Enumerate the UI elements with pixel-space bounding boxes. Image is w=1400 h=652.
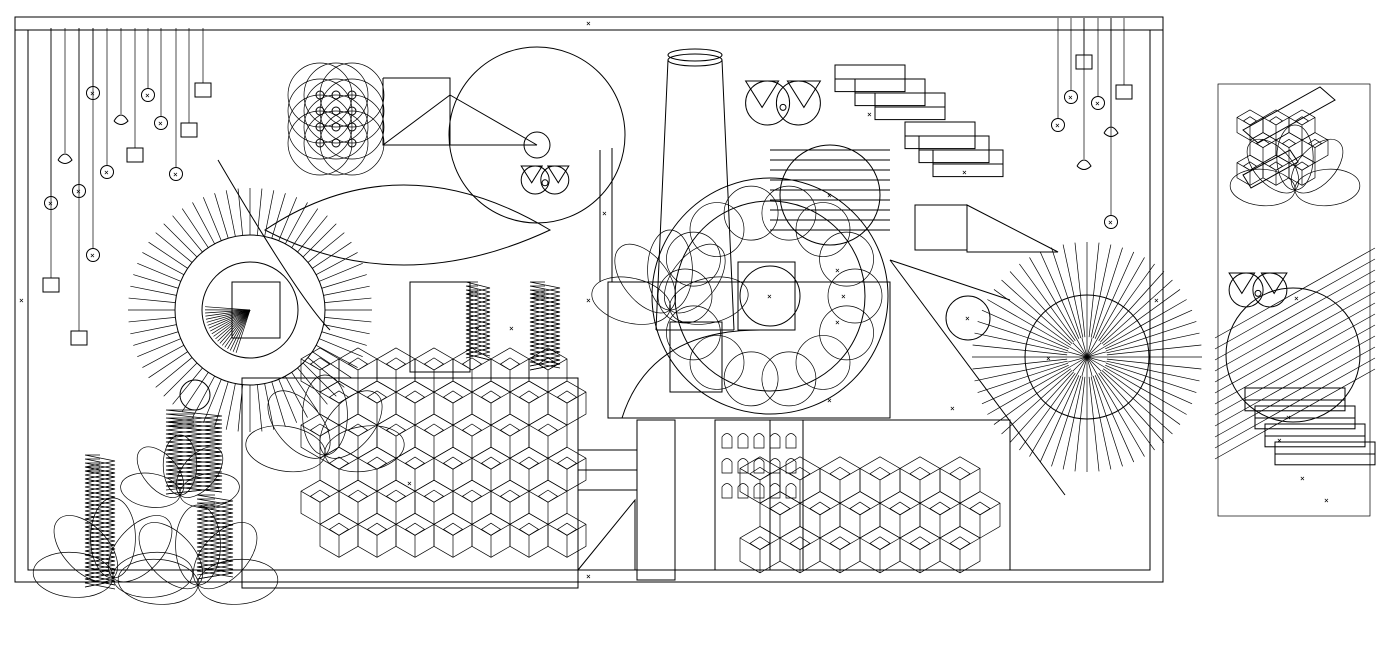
center-marker-icon: × — [104, 168, 109, 177]
leaf-petal-icon — [32, 124, 1361, 605]
center-marker-icon: × — [19, 296, 24, 305]
center-marker-icon: × — [835, 266, 840, 275]
hanging-pendant-icon: × — [141, 28, 155, 102]
center-marker-icon: × — [835, 318, 840, 327]
center-marker-icon: × — [1108, 218, 1113, 227]
side-panel-elevation — [1217, 83, 1371, 517]
isometric-cube-pattern-icon — [739, 456, 1001, 574]
hanging-pendants-right: × × × × — [1051, 18, 1133, 229]
center-marker-icon: × — [1324, 496, 1329, 505]
center-marker-icon: × — [407, 479, 412, 488]
hanging-pendant-icon — [70, 28, 88, 346]
hanging-pendant-icon — [1076, 18, 1092, 170]
center-marker-icon: × — [1286, 413, 1291, 422]
hanging-pendant-icon — [42, 28, 60, 293]
center-marker-icon: × — [962, 168, 967, 177]
hanging-pendant-icon: × — [1064, 18, 1078, 104]
sunburst-icon — [972, 242, 1202, 472]
side-panel-motifs — [1214, 86, 1376, 460]
center-marker-icon: × — [827, 191, 832, 200]
sunburst-icon — [128, 188, 372, 432]
hanging-pendant-icon: × — [169, 28, 183, 181]
center-marker-icon: × — [1154, 296, 1159, 305]
hanging-pendant-icon — [57, 28, 73, 164]
hanging-pendants-left: × × × × × × × × — [42, 28, 212, 346]
center-marker-icon: × — [841, 292, 846, 301]
center-marker-icon: × — [173, 170, 178, 179]
arched-window-icon — [721, 433, 797, 499]
center-marker-icon: × — [1294, 294, 1299, 303]
overlapping-circles-icon — [287, 62, 385, 176]
concentric-ring-icon — [520, 80, 1288, 308]
hanging-pendant-icon: × — [1091, 18, 1105, 110]
concentric-ring-icon — [382, 46, 626, 224]
center-marker-icon: × — [90, 251, 95, 260]
center-marker-icon: × — [90, 89, 95, 98]
hatched-staircase-icon — [834, 64, 1376, 466]
hanging-pendant-icon: × — [100, 28, 114, 179]
center-marker-icon: × — [586, 19, 591, 28]
center-marker-icon: × — [586, 572, 591, 581]
center-marker-icon: × — [1055, 121, 1060, 130]
center-marker-icon: × — [1277, 436, 1282, 445]
hanging-pendant-icon — [126, 28, 144, 163]
hanging-pendant-icon — [194, 28, 212, 98]
center-marker-icon: × — [950, 404, 955, 413]
center-marker-icon: × — [867, 110, 872, 119]
center-marker-icon: × — [827, 396, 832, 405]
center-marker-icon: × — [602, 209, 607, 218]
center-marker-icon: × — [586, 296, 591, 305]
center-marker-icon: × — [965, 314, 970, 323]
structural-lines — [241, 144, 1066, 589]
isometric-cube-pattern-icon — [300, 347, 587, 558]
center-marker-icon: × — [48, 199, 53, 208]
zigzag-column-icon — [84, 281, 561, 590]
center-marker-icon: × × × × × × × × × × × × × × × × × × × × × × × × × — [19, 19, 1329, 581]
center-marker-icon: × — [145, 91, 150, 100]
hanging-pendant-icon: × — [154, 28, 168, 130]
center-marker-icon: × — [509, 324, 514, 333]
hanging-pendant-icon: × — [1104, 18, 1118, 229]
center-marker-icon: × — [1095, 99, 1100, 108]
hanging-pendant-icon: × — [1051, 18, 1065, 132]
hanging-pendant-icon — [113, 28, 129, 125]
center-marker-icon: × — [158, 119, 163, 128]
hanging-pendant-icon — [1115, 18, 1133, 100]
center-marker-icon: × — [1046, 354, 1051, 363]
center-marker-icon: × — [1300, 474, 1305, 483]
center-marker-icon: × — [76, 187, 81, 196]
tower-icon — [655, 48, 735, 331]
center-marker-icon: × — [475, 324, 480, 333]
leaf-petal-icon — [217, 159, 552, 331]
hanging-pendant-icon: × — [86, 28, 100, 100]
hanging-pendant-icon — [180, 28, 198, 138]
center-marker-icon: × — [767, 292, 772, 301]
overlapping-circles-icon — [651, 177, 889, 415]
center-marker-icon: × — [1068, 93, 1073, 102]
